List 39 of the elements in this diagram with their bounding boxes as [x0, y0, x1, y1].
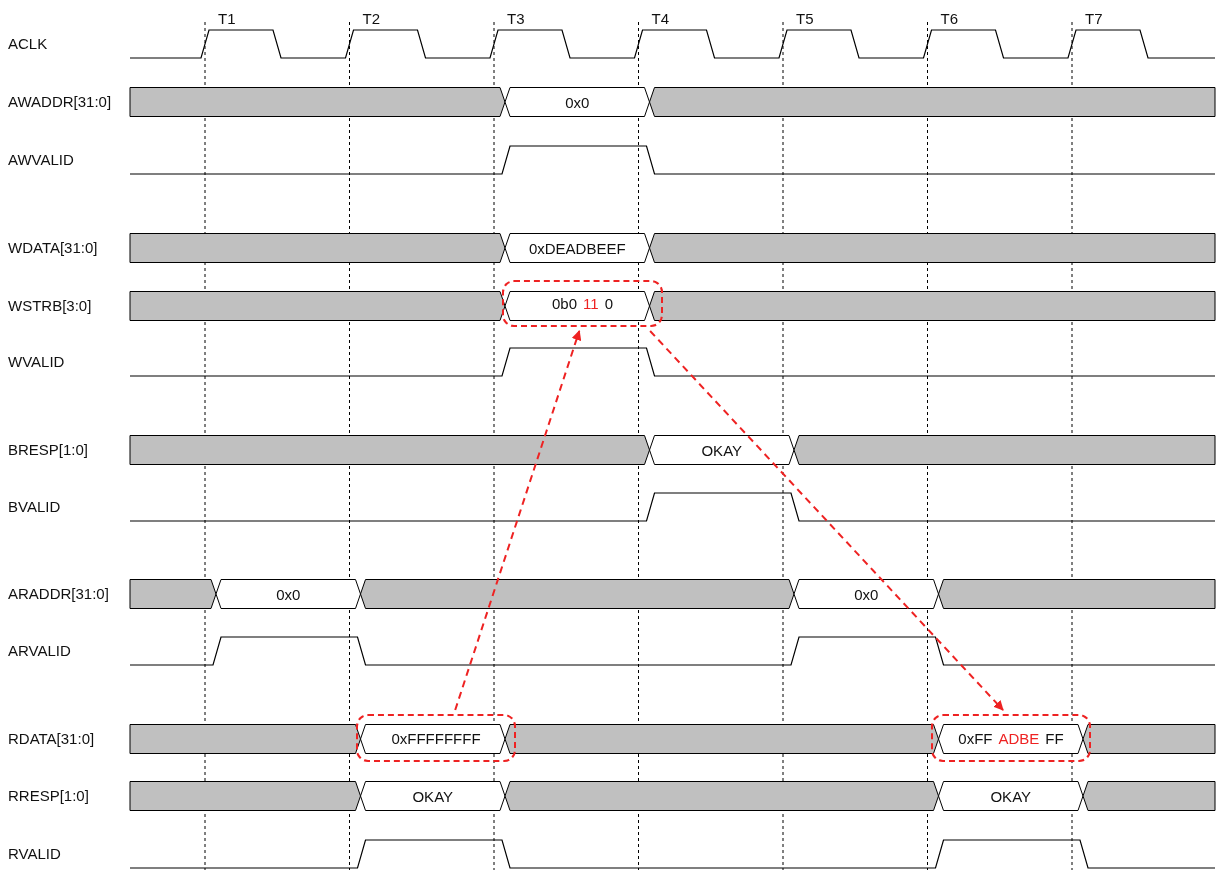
highlight-outline: [931, 714, 1091, 762]
highlight-outline: [502, 280, 663, 327]
bus-value: 0b0: [552, 296, 578, 311]
signal-name: AWVALID: [8, 152, 74, 167]
time-marker: T7: [1085, 11, 1103, 26]
arrow: [649, 330, 1004, 711]
signal-name: ACLK: [8, 36, 48, 51]
time-marker: T2: [362, 11, 380, 26]
bus-value: OKAY: [412, 788, 454, 804]
bus-value: 0xFF: [958, 730, 993, 746]
bus-value: 0x0: [854, 586, 879, 602]
bus-value: 0xFFFFFFFF: [391, 730, 481, 746]
signal-name: RDATA[31:0]: [8, 731, 95, 746]
signal-name: WSTRB[3:0]: [8, 298, 92, 313]
arrow: [454, 330, 582, 711]
time-marker: T5: [796, 11, 814, 26]
bus-value: OKAY: [990, 788, 1032, 804]
signal-name: ARADDR[31:0]: [8, 586, 109, 601]
bus-value: 0x0: [565, 94, 590, 110]
bus-value: 0: [604, 296, 613, 311]
time-marker: T6: [940, 11, 958, 26]
signal-name: WVALID: [8, 354, 65, 369]
signal-name: ARVALID: [8, 643, 71, 658]
bus-value: FF: [1045, 730, 1064, 746]
time-marker: T4: [651, 11, 669, 26]
signal-name: BVALID: [8, 499, 61, 514]
signal-name: BRESP[1:0]: [8, 442, 89, 457]
signal-name: WDATA[31:0]: [8, 240, 98, 255]
signal-name: RRESP[1:0]: [8, 788, 89, 803]
signal-name: AWADDR[31:0]: [8, 94, 112, 109]
bus-value: OKAY: [701, 442, 743, 458]
bus-value: ADBE: [998, 730, 1040, 746]
signal-name: RVALID: [8, 846, 61, 861]
bus-value: 11: [583, 296, 599, 311]
time-marker: T1: [218, 11, 236, 26]
bus-value: 0xDEADBEEF: [528, 240, 626, 256]
time-marker: T3: [507, 11, 525, 26]
highlight-outline: [356, 714, 516, 762]
bus-value: 0x0: [276, 586, 301, 602]
